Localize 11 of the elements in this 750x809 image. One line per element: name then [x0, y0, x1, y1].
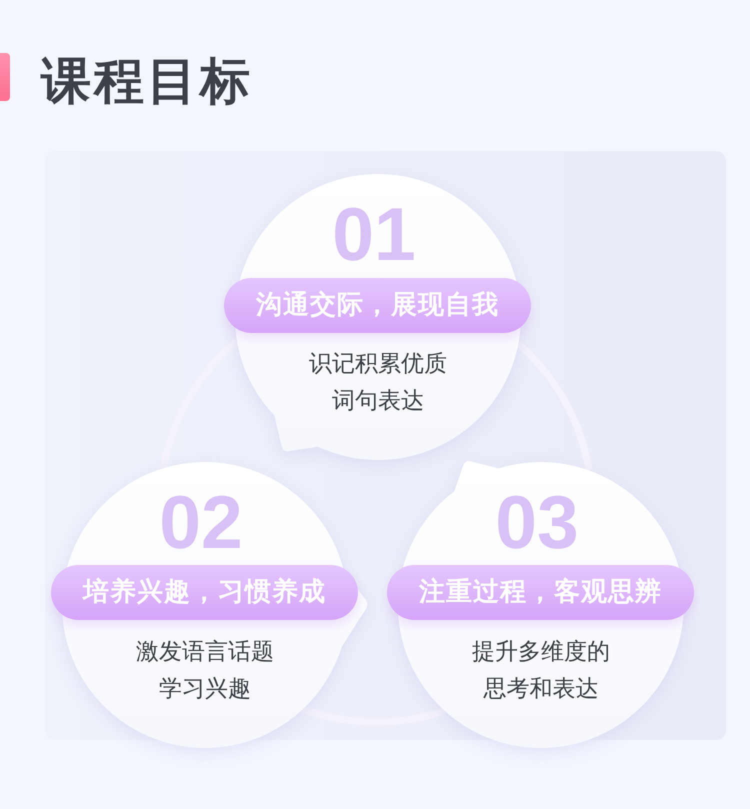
step-number: 02 [158, 485, 244, 560]
description-text: 激发语言话题学习兴趣 [135, 638, 275, 704]
description-text: 识记积累优质词句表达 [308, 350, 448, 416]
title: 课程目标 [41, 55, 253, 107]
heading-pill: 注重过程，客观思辨 [387, 565, 694, 620]
step-number: 01 [331, 197, 417, 272]
heading-pill: 沟通交际，展现自我 [224, 278, 531, 333]
description-text: 提升多维度的思考和表达 [471, 638, 611, 704]
connector-arc [160, 338, 240, 469]
connector-arc [516, 341, 592, 472]
step-number: 03 [494, 485, 580, 560]
